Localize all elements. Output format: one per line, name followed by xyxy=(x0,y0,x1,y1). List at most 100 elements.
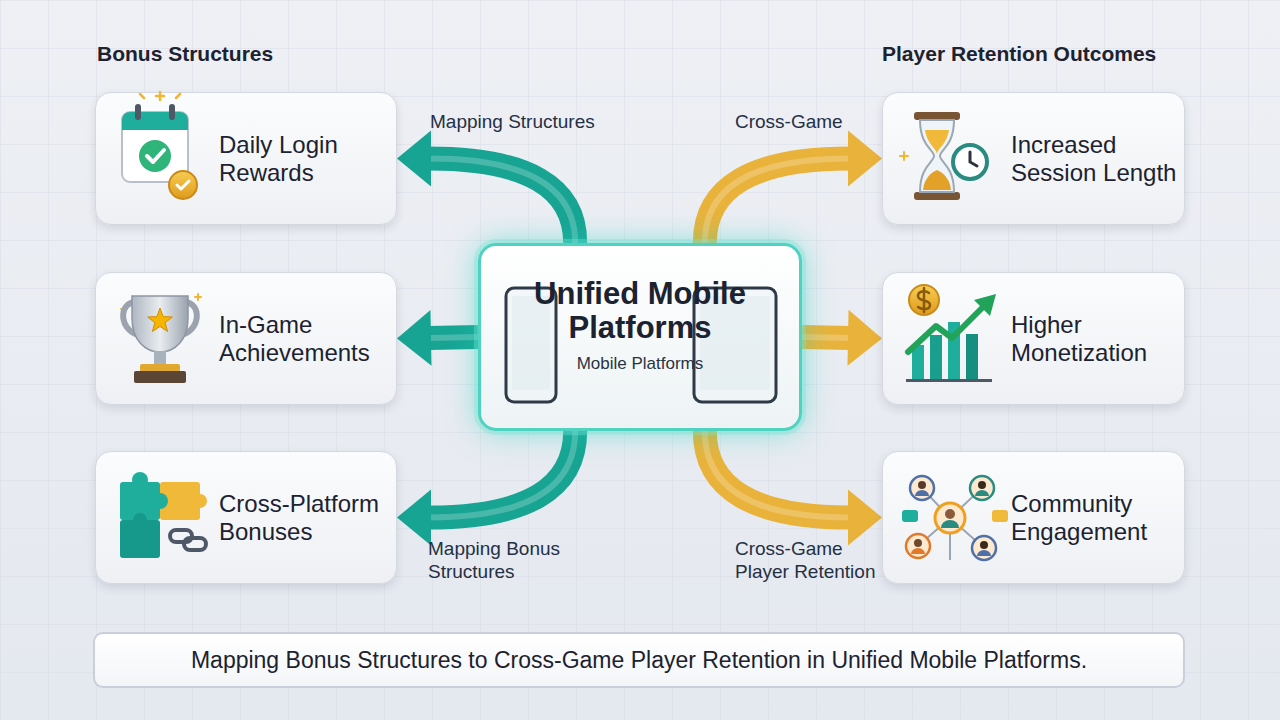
community-icon-part xyxy=(980,541,988,549)
arrow-head xyxy=(397,131,431,187)
text-column: In-Game Achievements xyxy=(219,311,396,367)
arrow-head xyxy=(397,490,431,546)
arrow-shaft xyxy=(429,159,575,244)
calendar-icon-part xyxy=(177,181,189,189)
calendar-icon-part xyxy=(169,104,175,120)
trophy-icon-part xyxy=(132,296,188,352)
community-icon-part xyxy=(914,539,922,547)
text-column: Cross-Platform Bonuses xyxy=(219,490,396,546)
text-column: Increased Session Length xyxy=(1011,131,1181,187)
arrow-shaft xyxy=(705,159,850,244)
hourglass-icon-part xyxy=(953,145,987,179)
trophy-icon-part xyxy=(154,351,166,365)
community-icon-part xyxy=(978,481,986,489)
caption-box: Mapping Bonus Structures to Cross-Game P… xyxy=(93,632,1185,688)
calendar-icon xyxy=(122,92,197,199)
text-column: Higher Monetization xyxy=(1011,311,1181,367)
puzzle-icon-part xyxy=(193,494,207,508)
device-outline-part xyxy=(512,296,550,390)
growth-chart-icon-part xyxy=(908,306,984,352)
hourglass-icon-part xyxy=(923,170,951,190)
community-icon-part xyxy=(972,536,996,560)
hourglass-icon xyxy=(900,112,987,200)
edge-label: Mapping Structures xyxy=(430,110,620,133)
calendar-icon-part xyxy=(169,171,197,199)
community-icon-part xyxy=(902,510,918,522)
device-outline-part xyxy=(700,296,770,390)
puzzle-icon-part xyxy=(170,530,192,542)
caption-text: Mapping Bonus Structures to Cross-Game P… xyxy=(191,646,1087,674)
edge-label: Cross-Game xyxy=(735,110,885,133)
puzzle-icon-part xyxy=(133,513,147,527)
arrow-shaft xyxy=(429,431,575,518)
community-icon-part xyxy=(935,503,965,533)
arrow-highlight xyxy=(429,159,575,244)
arrow-highlight xyxy=(429,431,575,518)
box-text: Cross-Platform Bonuses xyxy=(219,490,396,546)
calendar-icon-part xyxy=(140,92,180,100)
growth-chart-icon-part xyxy=(906,379,992,382)
hourglass-icon-part xyxy=(920,120,954,192)
community-icon-part xyxy=(915,490,929,496)
column-heading: Player Retention Outcomes xyxy=(882,41,1222,67)
community-icon-part xyxy=(945,509,955,519)
trophy-icon-part xyxy=(140,364,180,372)
arrow-head xyxy=(848,490,882,546)
community-icon-part xyxy=(906,534,930,558)
community-icon-part xyxy=(911,548,925,554)
arrow-shaft xyxy=(802,325,850,350)
community-icon-part xyxy=(941,520,959,528)
growth-chart-icon-part xyxy=(909,285,939,315)
puzzle-icon xyxy=(120,472,207,558)
calendar-icon-part xyxy=(139,140,171,172)
hourglass-icon-part xyxy=(925,130,949,154)
growth-chart-icon-part xyxy=(918,288,930,312)
text-column: Daily Login Rewards xyxy=(219,131,379,187)
edge-label: Cross-Game Player Retention xyxy=(735,537,883,583)
box-text: Higher Monetization xyxy=(1011,311,1181,367)
trophy-icon-part xyxy=(134,371,186,383)
box-text: Community Engagement xyxy=(1011,490,1181,546)
growth-chart-icon xyxy=(906,285,996,382)
flow-arrow xyxy=(397,131,575,244)
device-outline xyxy=(506,288,776,402)
flow-arrow xyxy=(802,310,882,366)
hourglass-icon-part xyxy=(914,112,960,120)
edge-label: Mapping Bonus Structures xyxy=(428,537,588,583)
hub-subtitle: Mobile Platforms xyxy=(577,353,704,375)
flow-arrow xyxy=(397,431,575,546)
trophy-icon-part xyxy=(148,308,173,332)
hourglass-icon-part xyxy=(900,152,908,160)
calendar-icon-part xyxy=(135,104,141,120)
hourglass-icon-part xyxy=(914,192,960,200)
puzzle-icon-part xyxy=(132,472,148,488)
device-outline-part xyxy=(506,288,556,402)
puzzle-icon-part xyxy=(152,493,168,509)
calendar-icon-part xyxy=(122,112,188,130)
text-column: Unified Mobile PlatformsMobile Platforms xyxy=(500,299,780,375)
community-icon-part xyxy=(970,476,994,500)
arrow-highlight xyxy=(705,431,850,518)
growth-chart-icon-part xyxy=(974,294,996,316)
text-column: Community Engagement xyxy=(1011,490,1181,546)
arrow-head xyxy=(847,310,882,366)
arrow-shaft xyxy=(705,431,850,518)
growth-chart-icon-part xyxy=(930,335,942,379)
flow-arrow xyxy=(397,310,478,366)
box-text: Daily Login Rewards xyxy=(219,131,379,187)
hourglass-icon-part xyxy=(970,152,977,166)
category-box: Increased Session Length xyxy=(882,92,1185,225)
arrow-head xyxy=(397,310,432,366)
arrow-highlight xyxy=(429,334,478,341)
column-heading: Bonus Structures xyxy=(97,41,417,67)
arrow-shaft xyxy=(429,325,478,350)
device-outline-part xyxy=(694,288,776,402)
flow-arrow xyxy=(705,431,882,546)
box-text: In-Game Achievements xyxy=(219,311,396,367)
community-icon-part xyxy=(910,476,934,500)
hub-title: Unified Mobile Platforms xyxy=(500,277,780,345)
